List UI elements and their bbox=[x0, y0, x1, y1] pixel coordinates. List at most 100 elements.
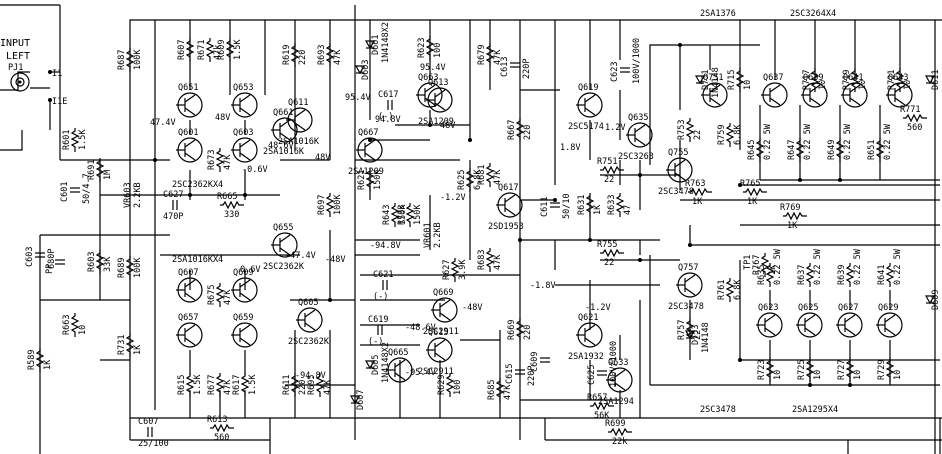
resistor-ref: R695 bbox=[307, 375, 317, 395]
resistor-ref: R651 bbox=[867, 140, 877, 160]
transistor-q627: Q627 bbox=[836, 303, 863, 338]
voltage-annotation: 48V bbox=[440, 121, 455, 131]
group-top-outputs: 2SC3264X4 bbox=[790, 9, 836, 19]
resistor-value: 0.22 5W bbox=[773, 248, 783, 285]
resistor-value: 10 bbox=[818, 80, 828, 90]
resistor-ref: R683 bbox=[477, 250, 487, 270]
capacitor-ref: C601 bbox=[60, 182, 70, 202]
transistor-ref: Q651 bbox=[178, 83, 198, 93]
transistor-ref: Q603 bbox=[233, 128, 253, 138]
transistor-type: 2SC2911 bbox=[418, 367, 454, 377]
resistor-ref: R723 bbox=[757, 360, 767, 380]
capacitor-ref: C621 bbox=[373, 270, 393, 280]
resistor-ref: R675 bbox=[207, 285, 217, 305]
resistor-ref: R759 bbox=[717, 125, 727, 145]
transistor-q629: Q629 bbox=[876, 303, 903, 338]
resistor-value: 47K bbox=[223, 154, 233, 170]
transistor-ref: Q667 bbox=[358, 128, 378, 138]
resistor-r759: R759 6.8K bbox=[717, 123, 743, 147]
capacitor-value: 50/10 bbox=[562, 193, 572, 219]
transistor-q651: Q651 bbox=[176, 83, 203, 118]
capacitor-ref: C615 bbox=[505, 364, 515, 384]
input-jack-ref: PJ1 bbox=[8, 63, 23, 73]
resistor-ref: R607 bbox=[177, 40, 187, 60]
resistor-ref: R715 bbox=[727, 70, 737, 90]
resistor-ref: R725 bbox=[797, 360, 807, 380]
resistor-value: 22 bbox=[604, 258, 614, 268]
transistor-type: 2SC2911 bbox=[423, 327, 459, 337]
resistor-value: 560 bbox=[214, 433, 229, 443]
voltage-annotation: -1.8V bbox=[530, 281, 556, 291]
resistor-ref: R671 bbox=[197, 40, 207, 60]
diode-ref: D601 bbox=[371, 35, 381, 55]
voltage-annotation: -1.2V bbox=[585, 303, 611, 313]
resistor-value: 47K bbox=[223, 289, 233, 305]
resistor-ref: R729 bbox=[877, 360, 887, 380]
resistor-value: 6.8K bbox=[733, 124, 743, 145]
resistor-ref: R753 bbox=[677, 120, 687, 140]
resistor-value: 1K bbox=[768, 264, 778, 275]
resistor-value: 47K bbox=[503, 384, 513, 400]
diode-d609: D609 bbox=[924, 290, 941, 310]
capacitor-ref: PP bbox=[45, 264, 55, 274]
diode-ref: D609 bbox=[931, 290, 941, 310]
transistor-ref: Q613 bbox=[428, 78, 448, 88]
transistor-ref: Q617 bbox=[498, 183, 518, 193]
transistor-q643: Q643 bbox=[886, 73, 913, 108]
resistor-ref: R719 bbox=[842, 70, 852, 90]
transistor-q665: Q665 bbox=[386, 348, 413, 383]
resistor-value: 1M bbox=[103, 170, 113, 180]
resistor-value: 10 bbox=[813, 370, 823, 380]
input-i1e: I1E bbox=[52, 97, 67, 107]
transistor-q751: Q751 bbox=[701, 73, 728, 108]
resistor-ref: R641 bbox=[877, 265, 887, 285]
voltage-annotation: 95.4V bbox=[345, 93, 371, 103]
transistor-q607: Q607 bbox=[176, 268, 203, 303]
voltage-annotation: 48V bbox=[315, 153, 330, 163]
capacitor-ref: C613 bbox=[500, 57, 510, 77]
resistor-ref: R617 bbox=[232, 375, 242, 395]
resistor-ref: R621 bbox=[357, 170, 367, 190]
capacitor-c621: C621(-) bbox=[373, 270, 393, 302]
resistor-value: 150K bbox=[373, 169, 383, 190]
transistor-ref: Q663 bbox=[418, 73, 438, 83]
resistor-value: 3.9K bbox=[458, 259, 468, 280]
resistor-ref: R757 bbox=[677, 320, 687, 340]
transistor-type: 2SA1016K bbox=[278, 137, 320, 147]
resistor-value: 47K bbox=[333, 49, 343, 65]
transistor-ref: Q621 bbox=[578, 313, 598, 323]
voltage-annotation: -95.4V bbox=[405, 368, 436, 378]
